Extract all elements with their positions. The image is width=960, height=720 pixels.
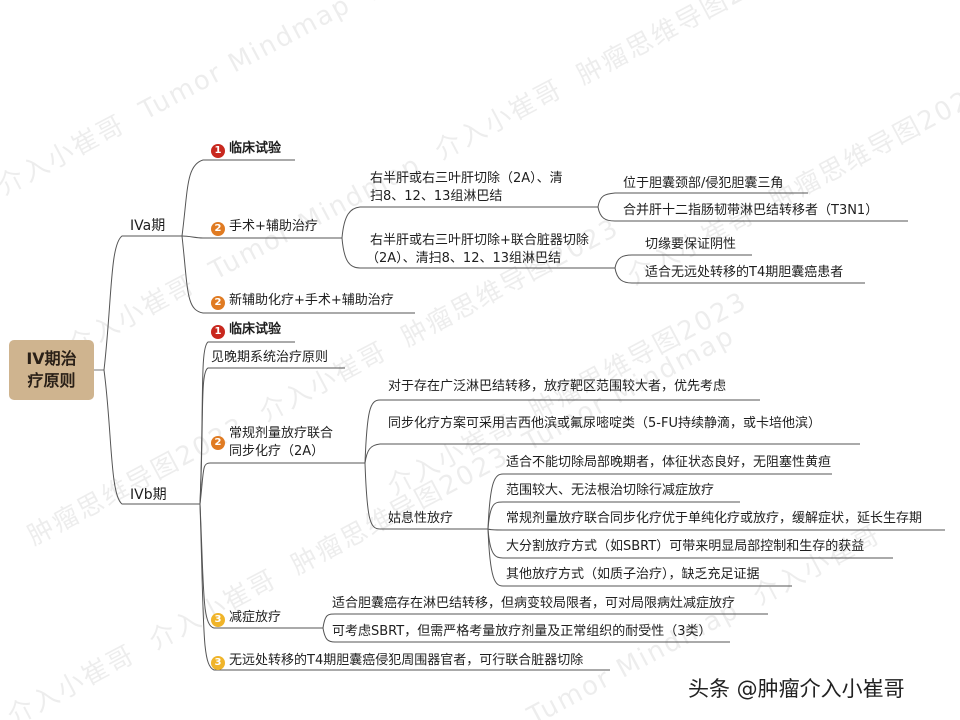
stage-ivb-label: IVb期 <box>130 487 167 503</box>
stage-iva-node[interactable]: IVa期 <box>130 217 165 235</box>
ivb-chemoradiation-node[interactable]: 2 常规剂量放疗联合同步化疗（2A） <box>211 425 333 461</box>
symptom-rt-note-1[interactable]: 适合胆囊癌存在淋巴结转移，但病变较局限者，可对局限病灶减症放疗 <box>332 596 736 611</box>
palliative-rt-item-2[interactable]: 范围较大、无法根治切除行减症放疗 <box>506 483 715 498</box>
stage-ivb-node[interactable]: IVb期 <box>130 486 167 504</box>
footer-credit: 头条 @肿瘤介入小崔哥 <box>688 677 905 701</box>
iva-resection-1-reason-1[interactable]: 位于胆囊颈部/侵犯胆囊三角 <box>623 176 784 191</box>
stage-iva-label: IVa期 <box>130 218 166 234</box>
palliative-rt-item-3[interactable]: 常规剂量放疗联合同步化疗优于单纯化疗或放疗，缓解症状，延长生存期 <box>506 511 923 526</box>
iva-resection-option-1[interactable]: 右半肝或右三叶肝切除（2A）、清扫8、12、13组淋巴结 <box>370 171 563 204</box>
palliative-rt-item-1[interactable]: 适合不能切除局部晚期者，体征状态良好，无阻塞性黄疸 <box>506 455 832 470</box>
iva-resection-option-2[interactable]: 右半肝或右三叶肝切除+联合脏器切除（2A）、清扫8、12、13组淋巴结 <box>366 233 589 266</box>
priority-1-icon: 1 <box>211 144 225 158</box>
palliative-rt-item-5[interactable]: 其他放疗方式（如质子治疗），缺乏充足证据 <box>506 567 760 582</box>
symptom-rt-note-2[interactable]: 可考虑SBRT，但需严格考量放疗剂量及正常组织的耐受性（3类） <box>332 624 712 639</box>
ivb-systemic-therapy-node[interactable]: 见晚期系统治疗原则 <box>211 350 329 365</box>
iva-resection-2-note-2[interactable]: 适合无远处转移的T4期胆囊癌患者 <box>645 265 844 280</box>
ivb-chemoradiation-note-2[interactable]: 同步化疗方案可采用吉西他滨或氟尿嘧啶类（5-FU持续静滴，或卡培他滨） <box>388 416 821 431</box>
iva-resection-1-reason-2[interactable]: 合并肝十二指肠韧带淋巴结转移者（T3N1） <box>623 203 879 218</box>
palliative-rt-item-4[interactable]: 大分割放疗方式（如SBRT）可带来明显局部控制和生存的获益 <box>506 539 865 554</box>
priority-2-icon: 2 <box>211 296 225 310</box>
priority-2-icon: 2 <box>211 436 225 450</box>
root-node[interactable]: IV期治疗原则 <box>9 340 94 400</box>
priority-3-icon: 3 <box>211 656 225 670</box>
ivb-chemoradiation-note-1[interactable]: 对于存在广泛淋巴结转移，放疗靶区范围较大者，优先考虑 <box>388 379 727 394</box>
iva-resection-2-note-1[interactable]: 切缘要保证阴性 <box>645 237 737 252</box>
priority-2-icon: 2 <box>211 222 225 236</box>
ivb-palliative-rt-node[interactable]: 姑息性放疗 <box>388 511 454 526</box>
priority-3-icon: 3 <box>211 613 225 627</box>
priority-1-icon: 1 <box>211 325 225 339</box>
